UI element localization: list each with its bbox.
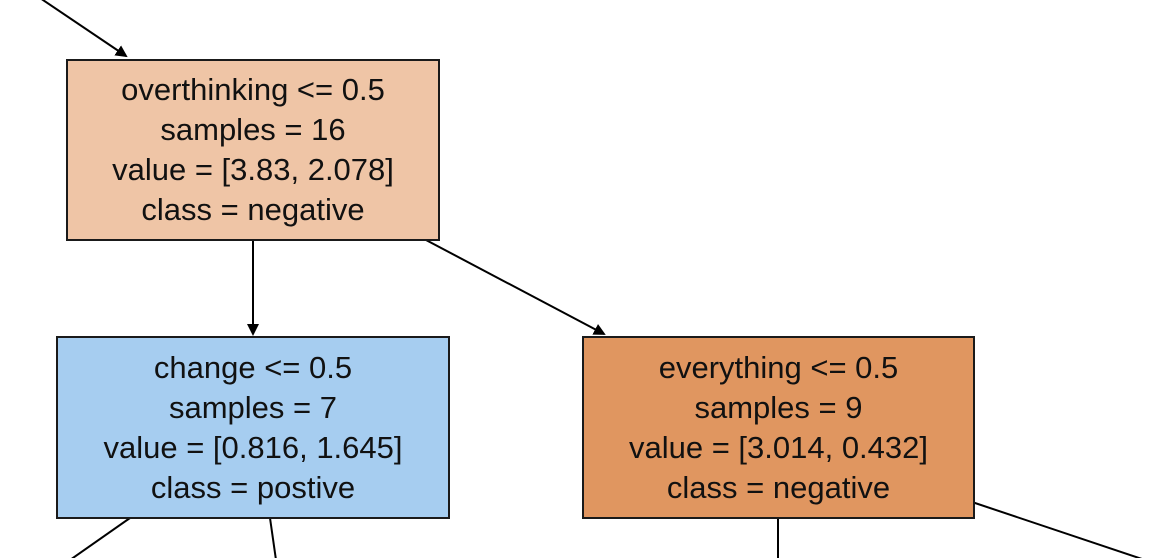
- node-class-label: class = postive: [150, 469, 356, 505]
- edge-change-right-child: [269, 517, 277, 558]
- node-value-label: value = [0.816, 1.645]: [103, 429, 403, 465]
- edge-overthinking-to-everything: [425, 239, 606, 335]
- node-split-label: overthinking <= 0.5: [121, 72, 385, 107]
- edge-parent-to-overthinking: [41, 0, 128, 58]
- edge-everything-right-child: [971, 501, 1143, 558]
- tree-node-everything: everything <= 0.5 samples = 9 value = [3…: [582, 336, 975, 519]
- node-samples-label: samples = 7: [168, 389, 337, 425]
- edge-change-left-child: [71, 517, 131, 558]
- node-samples-label: samples = 9: [694, 389, 863, 425]
- node-split-label: change <= 0.5: [153, 349, 353, 385]
- node-class-label: class = negative: [666, 469, 891, 505]
- node-samples-label: samples = 16: [160, 112, 346, 147]
- node-value-label: value = [3.014, 0.432]: [628, 429, 929, 465]
- node-split-label: everything <= 0.5: [658, 349, 899, 385]
- tree-node-change: change <= 0.5 samples = 7 value = [0.816…: [56, 336, 450, 519]
- node-value-label: value = [3.83, 2.078]: [112, 152, 394, 187]
- tree-node-overthinking: overthinking <= 0.5 samples = 16 value =…: [66, 59, 440, 241]
- node-class-label: class = negative: [141, 192, 365, 227]
